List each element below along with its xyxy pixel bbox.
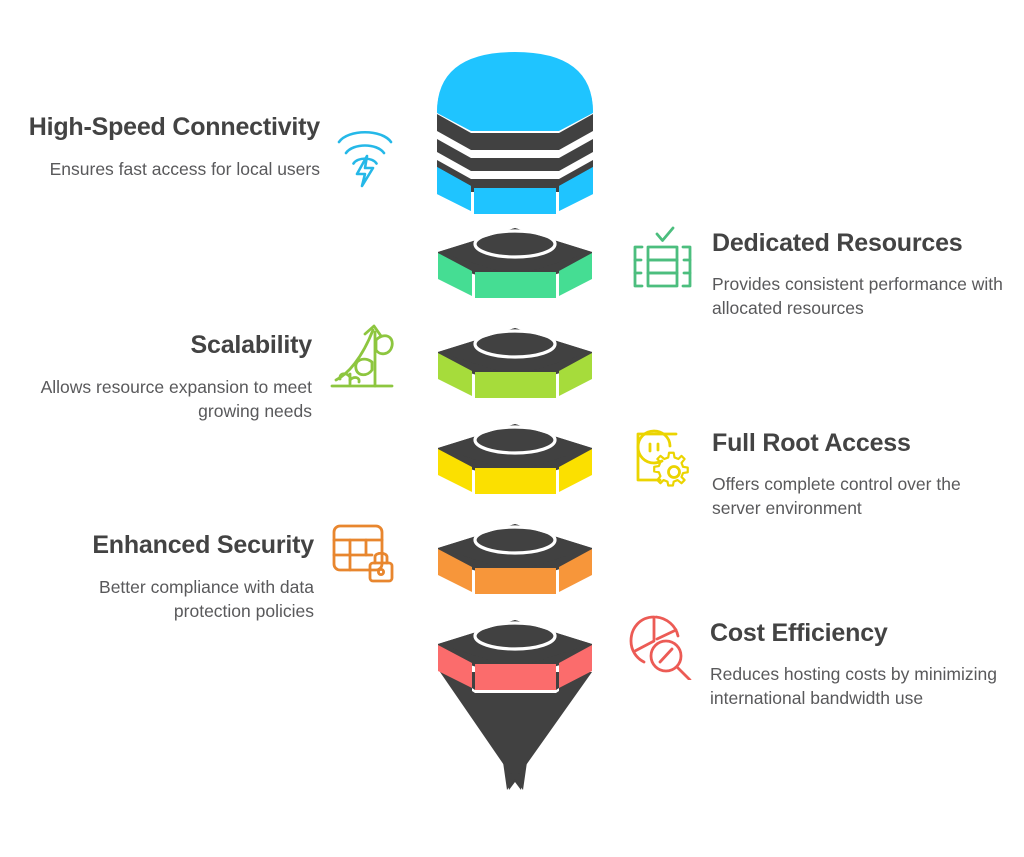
server-rack-check-icon — [626, 222, 698, 296]
entry-text-group: Enhanced Security Better compliance with… — [18, 530, 314, 624]
pie-chart-magnifier-icon — [626, 610, 696, 682]
entry-cost-efficiency: Cost Efficiency Reduces hosting costs by… — [626, 615, 1012, 711]
entry-description: Reduces hosting costs by minimizing inte… — [710, 663, 997, 709]
entry-title: Dedicated Resources — [712, 229, 963, 257]
funnel-segment-full-root-access — [438, 424, 592, 494]
entry-high-speed-connectivity: High-Speed Connectivity Ensures fast acc… — [18, 112, 396, 188]
growing-plant-arrow-icon — [326, 318, 396, 394]
entry-title: Cost Efficiency — [710, 619, 888, 647]
funnel-segment-dedicated-resources — [438, 228, 592, 298]
entry-title: Enhanced Security — [92, 531, 314, 559]
entry-text-group: Scalability Allows resource expansion to… — [18, 330, 313, 424]
entry-description: Allows resource expansion to meet growin… — [40, 376, 312, 422]
entry-dedicated-resources: Dedicated Resources Provides consistent … — [626, 226, 1012, 321]
funnel-segment-enhanced-security — [438, 524, 592, 594]
entry-text-group: High-Speed Connectivity Ensures fast acc… — [29, 112, 320, 181]
entry-description: Better compliance with data protection p… — [99, 576, 314, 622]
entry-text-group: Cost Efficiency Reduces hosting costs by… — [710, 618, 1012, 711]
entry-full-root-access: Full Root Access Offers complete control… — [626, 428, 1012, 521]
entry-description: Ensures fast access for local users — [49, 158, 320, 179]
funnel-segment-scalability — [438, 328, 592, 398]
funnel-segment-high-speed-connectivity — [437, 52, 593, 214]
entry-title: Full Root Access — [712, 429, 911, 457]
entry-enhanced-security: Enhanced Security Better compliance with… — [18, 524, 396, 624]
entry-title: Scalability — [190, 331, 313, 359]
entry-description: Offers complete control over the server … — [712, 473, 961, 519]
entry-scalability: Scalability Allows resource expansion to… — [18, 324, 396, 424]
funnel-segment-cost-efficiency — [438, 620, 592, 790]
wifi-bolt-icon — [334, 116, 396, 188]
power-outlet-gear-icon — [626, 424, 698, 496]
entry-description: Provides consistent performance with all… — [712, 273, 1003, 319]
entry-text-group: Full Root Access Offers complete control… — [712, 428, 1012, 521]
table-lock-icon — [328, 520, 396, 588]
entry-title: High-Speed Connectivity — [28, 113, 320, 141]
entry-text-group: Dedicated Resources Provides consistent … — [712, 228, 1012, 321]
